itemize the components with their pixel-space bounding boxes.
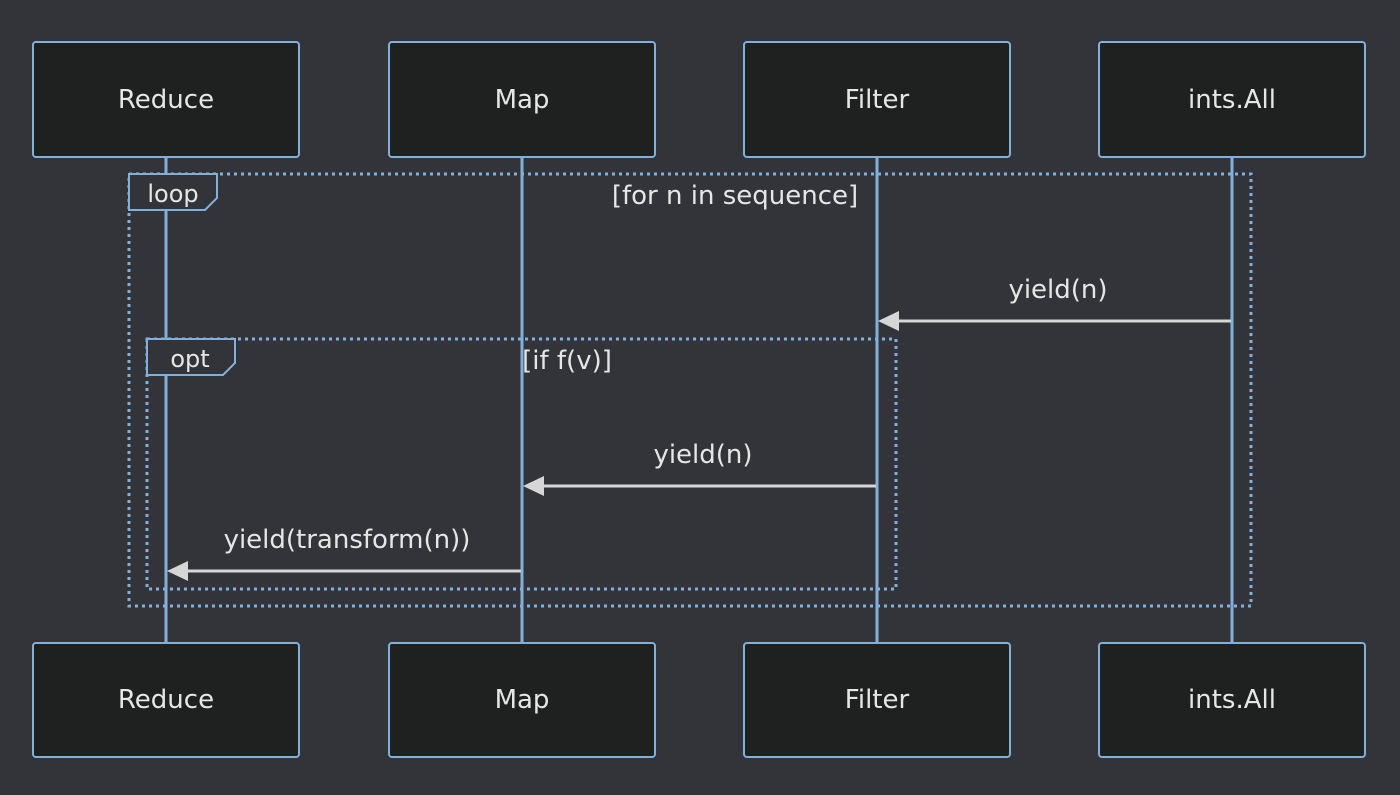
actor-bottom-filter: Filter [743, 642, 1011, 758]
actor-bottom-map-box [388, 642, 656, 758]
actor-bottom-ints-all-label: ints.All [1188, 685, 1276, 715]
message-2-label: yield(n) [653, 440, 752, 470]
actor-top-map: Map [388, 41, 656, 158]
message-1-arrowhead [878, 311, 899, 331]
actor-top-ints-all-box [1098, 41, 1366, 158]
message-2-arrowhead [523, 476, 544, 496]
message-1-label: yield(n) [1008, 275, 1107, 305]
actor-bottom-reduce-label: Reduce [118, 685, 214, 715]
opt-frame-border [145, 337, 898, 591]
actor-top-reduce-box [32, 41, 300, 158]
actor-top-map-label: Map [495, 85, 550, 115]
actor-bottom-reduce: Reduce [32, 642, 300, 758]
loop-frame-condition: [for n in sequence] [612, 181, 858, 211]
message-3: yield(transform(n)) [167, 525, 521, 581]
opt-frame-tag: opt [170, 345, 209, 373]
opt-frame-condition: [if f(v)] [522, 346, 612, 376]
message-3-arrowhead [167, 561, 188, 581]
actor-bottom-filter-label: Filter [845, 685, 910, 715]
actor-top-map-box [388, 41, 656, 158]
actor-top-filter: Filter [743, 41, 1011, 158]
loop-frame: loop [for n in sequence] [127, 172, 1253, 608]
actor-bottom-ints-all: ints.All [1098, 642, 1366, 758]
actor-top-filter-label: Filter [845, 85, 910, 115]
actor-top-filter-box [743, 41, 1011, 158]
opt-frame: opt [if f(v)] [145, 337, 898, 591]
actor-bottom-ints-all-box [1098, 642, 1366, 758]
message-3-label: yield(transform(n)) [224, 525, 471, 555]
actor-bottom-reduce-box [32, 642, 300, 758]
actor-bottom-filter-box [743, 642, 1011, 758]
actor-bottom-map-label: Map [495, 685, 550, 715]
loop-frame-tag: loop [147, 180, 198, 208]
loop-frame-border [127, 172, 1253, 608]
message-1: yield(n) [878, 275, 1231, 331]
message-2: yield(n) [523, 440, 876, 496]
actor-top-reduce: Reduce [32, 41, 300, 158]
actor-bottom-map: Map [388, 642, 656, 758]
opt-frame-tab [146, 338, 236, 376]
actor-top-ints-all-label: ints.All [1188, 85, 1276, 115]
loop-frame-tab [128, 173, 218, 211]
actor-top-ints-all: ints.All [1098, 41, 1366, 158]
actor-top-reduce-label: Reduce [118, 85, 214, 115]
